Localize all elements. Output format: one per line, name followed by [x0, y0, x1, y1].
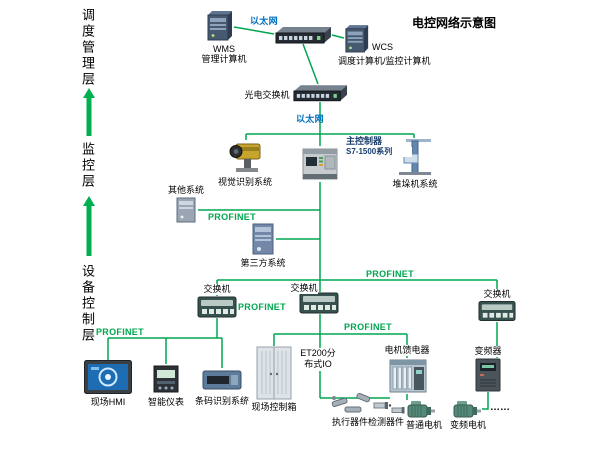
profinet-label-left: PROFINET [96, 327, 144, 337]
motor-feeder-icon [389, 359, 427, 393]
optical-switch-label: 光电交换机 [244, 90, 290, 102]
feeder-label: 电机馈电器 [384, 345, 430, 357]
controller-model-label: S7-1500系列 [346, 147, 412, 157]
switch-right-label: 交换机 [483, 289, 511, 301]
vfd-label: 变频器 [474, 346, 502, 358]
profinet-label-switches: PROFINET [238, 302, 286, 312]
ethernet-label-mid: 以太网 [296, 114, 324, 124]
profinet-label-backbone: PROFINET [366, 269, 414, 279]
actuator-parts-icon [331, 393, 371, 413]
wms-desc-label: 管理计算机 [188, 54, 260, 66]
vision-camera-icon [229, 143, 261, 172]
third-party-system-icon [252, 223, 274, 255]
vision-system-label: 视觉识别系统 [218, 177, 273, 189]
meter-label: 智能仪表 [148, 397, 185, 409]
fiber-switch-icon [293, 85, 348, 102]
other-system-icon [176, 197, 196, 223]
profinet-label-field: PROFINET [344, 322, 392, 332]
layer-label-device-control: 设备控制层 [80, 264, 95, 344]
hmi-label: 现场HMI [88, 397, 128, 409]
main-controller-label: 主控制器 [346, 136, 406, 148]
layer-label-monitoring: 监控层 [80, 142, 95, 190]
actuators-label: 执行器件 [332, 417, 369, 429]
switch-left-label: 交换机 [203, 284, 231, 296]
plc-icon [302, 148, 338, 180]
et200-label: ET200分布式IO [296, 348, 340, 371]
profinet-label-other: PROFINET [208, 212, 256, 222]
third-party-label: 第三方系统 [236, 258, 290, 270]
barcode-scanner-icon [202, 370, 242, 390]
field-switch-icon [197, 296, 237, 318]
sensor-parts-icon [373, 402, 405, 414]
motor-vfd-label: 变频电机 [450, 420, 487, 432]
ethernet-label-top: 以太网 [250, 16, 278, 26]
motor-icon [453, 401, 481, 418]
ethernet-switch-icon [275, 27, 331, 44]
barcode-system-label: 条码识别系统 [195, 396, 250, 408]
hmi-panel-icon [84, 360, 132, 394]
smart-meter-icon [153, 365, 179, 393]
switch-mid-label: 交换机 [290, 283, 318, 295]
server-icon [207, 11, 232, 41]
other-system-label: 其他系统 [168, 185, 205, 197]
vfd-drive-icon [475, 358, 501, 392]
wcs-name-label: WCS [372, 42, 408, 54]
diagram-title: 电控网络示意图 [412, 16, 497, 30]
field-switch-icon [299, 292, 339, 314]
wms-name-label: WMS [196, 44, 252, 56]
motor-icon [407, 401, 435, 418]
wcs-desc-label: 调度计算机/监控计算机 [338, 56, 446, 68]
control-box-label: 现场控制箱 [247, 402, 301, 414]
up-arrow-icon [83, 196, 95, 256]
sensors-label: 检测器件 [368, 417, 405, 429]
stacker-system-label: 堆垛机系统 [388, 179, 442, 191]
up-arrow-icon [83, 88, 95, 136]
control-cabinet-icon [256, 346, 292, 400]
more-devices-ellipsis: …… [490, 402, 510, 413]
field-switch-icon [478, 301, 516, 321]
server-icon [345, 25, 369, 53]
motor-normal-label: 普通电机 [406, 420, 443, 432]
layer-label-management: 调度管理层 [80, 8, 95, 88]
